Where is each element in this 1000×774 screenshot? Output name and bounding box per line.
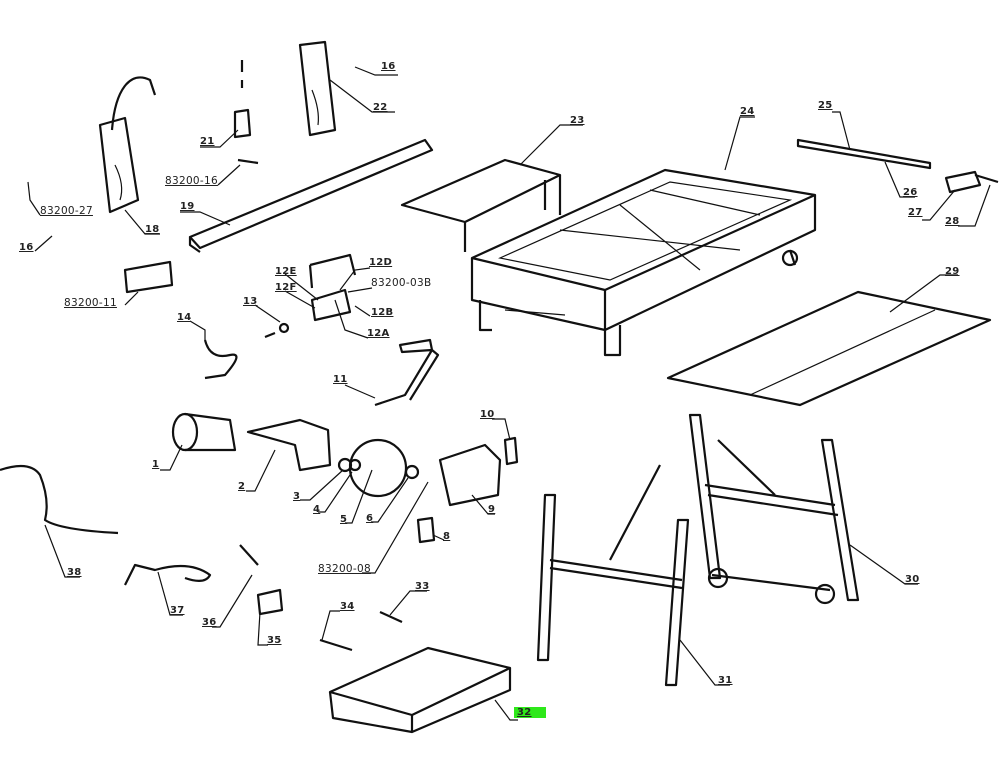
part-24-table-frame — [470, 168, 817, 357]
part-35 — [256, 588, 284, 616]
label-23: 23 — [570, 115, 585, 126]
label-10: 10 — [480, 409, 495, 420]
label-37: 37 — [170, 605, 185, 616]
part-83200-16 — [237, 158, 259, 165]
part-25-26-rail — [796, 138, 932, 170]
label-38: 38 — [67, 567, 82, 578]
label-11: 11 — [333, 374, 348, 385]
label-36: 36 — [202, 617, 217, 628]
part-31-stand — [536, 464, 690, 687]
label-12E: 12E — [275, 266, 297, 277]
part-18-bracket — [98, 76, 157, 214]
label-28: 28 — [945, 216, 960, 227]
label-3: 3 — [293, 491, 301, 502]
part-36 — [239, 544, 259, 566]
label-12D: 12D — [369, 257, 393, 268]
part-19-rail — [188, 138, 434, 253]
part-27-28-bracket — [944, 170, 999, 194]
part-6 — [404, 464, 420, 480]
label-22: 22 — [373, 102, 388, 113]
label-14: 14 — [177, 312, 192, 323]
part-8 — [416, 516, 436, 544]
part-23-hood — [400, 158, 562, 252]
label-12F: 12F — [275, 282, 297, 293]
label-24: 24 — [740, 106, 755, 117]
part-11-crank — [374, 338, 440, 407]
part-32-tray — [328, 646, 512, 734]
part-22-plate — [298, 40, 337, 137]
part-2-plate — [246, 418, 332, 472]
label-32-highlighted: 32 — [514, 707, 546, 718]
label-21: 21 — [200, 136, 215, 147]
leader-lines — [27, 66, 991, 721]
label-83200-03B: 83200-03B — [371, 277, 432, 289]
label-35: 35 — [267, 635, 282, 646]
label-13: 13 — [243, 296, 258, 307]
part-1-motor — [171, 412, 237, 452]
label-12B: 12B — [371, 307, 394, 318]
label-83200-11: 83200-11 — [64, 297, 117, 309]
part-10 — [503, 436, 519, 466]
label-8: 8 — [443, 531, 451, 542]
part-12-assembly — [308, 253, 357, 322]
part-30-stand — [688, 413, 860, 605]
label-9: 9 — [488, 504, 496, 515]
label-16: 16 — [381, 61, 396, 72]
label-30: 30 — [905, 574, 920, 585]
label-26: 26 — [903, 187, 918, 198]
label-1: 1 — [152, 459, 160, 470]
part-5-blade — [348, 438, 408, 498]
label-33: 33 — [415, 581, 430, 592]
part-33 — [379, 610, 403, 624]
label-16-b: 16 — [19, 242, 34, 253]
label-34: 34 — [340, 601, 355, 612]
part-83200-11-switch — [123, 260, 174, 294]
part-38-hose — [0, 464, 119, 535]
part-13 — [278, 322, 290, 334]
part-21 — [233, 108, 252, 139]
label-4: 4 — [313, 504, 321, 515]
part-37-pump — [124, 563, 212, 586]
label-83200-27: 83200-27 — [40, 205, 93, 217]
label-6: 6 — [366, 513, 374, 524]
part-9-blade-guard — [438, 443, 502, 507]
part-29-extension-table — [666, 290, 992, 407]
label-19: 19 — [180, 201, 195, 212]
label-5: 5 — [340, 514, 348, 525]
label-27: 27 — [908, 207, 923, 218]
label-31: 31 — [718, 675, 733, 686]
label-2: 2 — [238, 481, 246, 492]
label-83200-08: 83200-08 — [318, 563, 371, 575]
label-29: 29 — [945, 266, 960, 277]
part-34 — [319, 638, 353, 652]
part-14-cord — [203, 331, 276, 380]
label-12A: 12A — [367, 328, 390, 339]
label-18: 18 — [145, 224, 160, 235]
label-25: 25 — [818, 100, 833, 111]
label-83200-16: 83200-16 — [165, 175, 218, 187]
